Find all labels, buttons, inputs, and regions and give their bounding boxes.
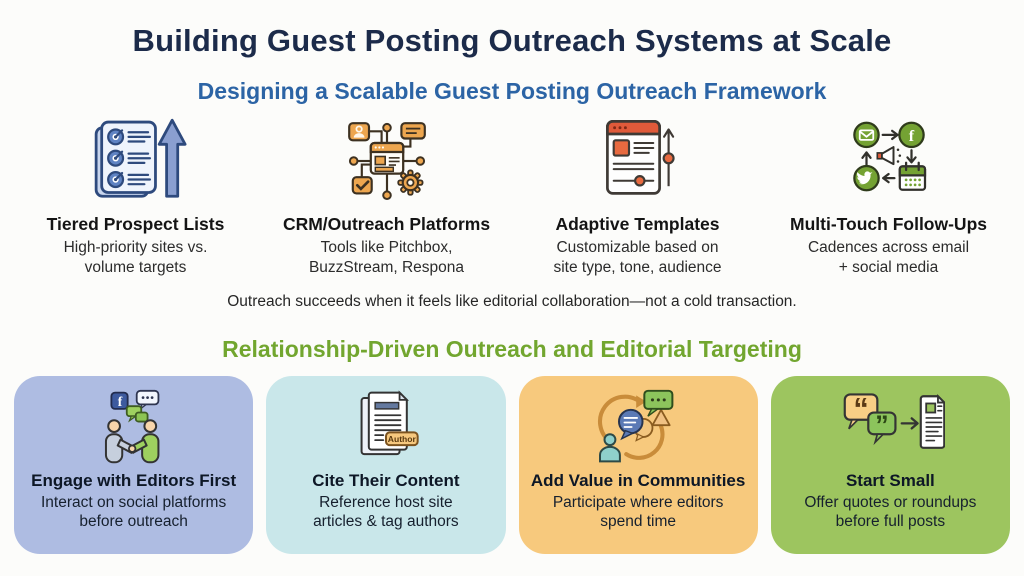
svg-text:f: f [117, 394, 122, 409]
card-cite-content: Author Cite Their Content Reference host… [266, 375, 506, 554]
card-desc: Interact on social platforms before outr… [41, 493, 227, 531]
crm-network-icon [340, 115, 434, 207]
card-title: Add Value in Communities [530, 470, 746, 490]
card-title: Start Small [845, 470, 935, 490]
card-start-small: “ ” Start Small [770, 375, 1010, 554]
framework-item-desc: Tools like Pitchbox, BuzzStream, Respona [308, 239, 465, 276]
svg-text:“: “ [854, 391, 869, 426]
card-desc: Offer quotes or roundups before full pos… [804, 493, 977, 531]
card-engage-editors: f Engage with Editors First [14, 375, 254, 554]
framework-item-title: Tiered Prospect Lists [46, 214, 225, 234]
framework-item-crm-platforms: CRM/Outreach Platforms Tools like Pitchb… [261, 115, 512, 278]
framework-item-desc: Cadences across email + social media [807, 239, 970, 276]
adaptive-template-icon [591, 115, 685, 207]
quote-to-post-icon: “ ” [835, 388, 946, 466]
tiered-list-icon [85, 115, 187, 207]
framework-item-adaptive-templates: Adaptive Templates Customizable based on… [512, 115, 763, 278]
cited-document-icon: Author [334, 388, 438, 466]
multi-touch-icon: f [842, 115, 936, 207]
card-title: Engage with Editors First [31, 470, 237, 490]
framework-note: Outreach succeeds when it feels like edi… [227, 292, 797, 310]
card-title: Cite Their Content [312, 470, 460, 490]
relationship-cards-row: f Engage with Editors First [0, 375, 1024, 554]
community-chat-icon [586, 388, 690, 466]
framework-row: Tiered Prospect Lists High-priority site… [0, 115, 1024, 278]
relationship-section-heading: Relationship-Driven Outreach and Editori… [222, 335, 802, 362]
framework-item-title: CRM/Outreach Platforms [282, 214, 491, 234]
card-desc: Participate where editors spend time [552, 493, 724, 531]
framework-item-desc: Customizable based on site type, tone, a… [553, 239, 722, 276]
card-desc: Reference host site articles & tag autho… [313, 493, 459, 531]
framework-item-title: Adaptive Templates [555, 214, 720, 234]
framework-item-tiered-lists: Tiered Prospect Lists High-priority site… [10, 115, 261, 278]
framework-section-heading: Designing a Scalable Guest Posting Outre… [197, 78, 827, 104]
svg-text:”: ” [875, 409, 889, 440]
framework-item-multi-touch: f [763, 115, 1014, 278]
framework-item-desc: High-priority sites vs. volume targets [63, 239, 208, 276]
page-title: Building Guest Posting Outreach Systems … [132, 23, 892, 58]
svg-text:f: f [908, 127, 914, 145]
card-add-value: Add Value in Communities Participate whe… [518, 375, 758, 554]
handshake-social-icon: f [82, 388, 186, 466]
svg-text:Author: Author [388, 434, 417, 444]
framework-item-title: Multi-Touch Follow-Ups [790, 214, 987, 234]
